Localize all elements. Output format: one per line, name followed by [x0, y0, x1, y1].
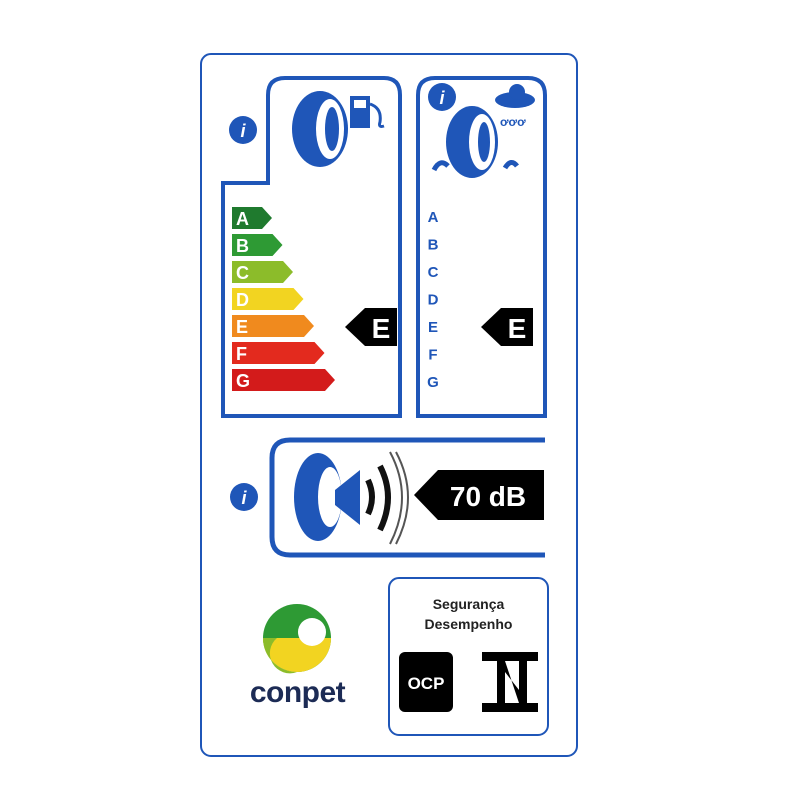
- tire-noise-icon: [294, 453, 360, 541]
- fuel-pump-icon: [350, 96, 385, 128]
- wet-grip-panel: [416, 76, 547, 418]
- svg-text:G: G: [236, 371, 250, 391]
- svg-text:OCP: OCP: [408, 674, 445, 693]
- conpet-logo: [263, 604, 331, 674]
- svg-text:A: A: [236, 209, 249, 229]
- fuel-grade-bar-B: B: [232, 234, 283, 256]
- info-icon[interactable]: i: [428, 83, 456, 111]
- seal-line2: Desempenho: [424, 616, 513, 632]
- svg-text:i: i: [240, 121, 246, 141]
- wet-grip-grade-B: B: [428, 237, 439, 254]
- noise-value-indicator: 70 dB: [414, 470, 544, 520]
- svg-text:F: F: [236, 344, 247, 364]
- wet-grip-grade-G: G: [427, 374, 439, 391]
- tire-icon: [292, 91, 348, 167]
- svg-text:70 dB: 70 dB: [450, 481, 526, 512]
- svg-text:i: i: [439, 88, 445, 108]
- svg-text:i: i: [241, 488, 247, 508]
- rain-cloud-icon: ơơơ: [495, 84, 535, 129]
- tire-icon: [431, 106, 519, 178]
- fuel-grade-bar-C: C: [232, 261, 293, 283]
- inmetro-mark: [482, 652, 538, 712]
- svg-text:E: E: [372, 313, 391, 344]
- wet-grip-rating-indicator: E: [481, 308, 533, 346]
- svg-text:D: D: [236, 290, 249, 310]
- wet-grip-grade-A: A: [428, 209, 439, 226]
- fuel-panel: [221, 76, 402, 418]
- svg-text:E: E: [236, 317, 248, 337]
- fuel-grade-bar-A: A: [232, 207, 272, 229]
- fuel-grade-bar-D: D: [232, 288, 304, 310]
- info-icon[interactable]: i: [229, 116, 257, 144]
- svg-text:C: C: [236, 263, 249, 283]
- info-icon[interactable]: i: [230, 483, 258, 511]
- seal-box: [388, 577, 549, 736]
- wet-grip-grade-C: C: [428, 264, 439, 281]
- svg-text:ơơơ: ơơơ: [500, 115, 526, 129]
- wet-grip-grade-D: D: [428, 292, 439, 309]
- fuel-grade-bar-F: F: [232, 342, 325, 364]
- outer-frame: [200, 53, 578, 757]
- conpet-logo-text: conpet: [249, 676, 346, 709]
- sound-waves-icon: [365, 451, 409, 545]
- fuel-rating-indicator: E: [345, 308, 397, 346]
- ocp-mark: OCP: [399, 652, 453, 712]
- svg-text:E: E: [508, 313, 527, 344]
- wet-grip-grade-F: F: [428, 347, 437, 364]
- noise-panel: [269, 437, 545, 558]
- fuel-grade-bar-G: G: [232, 369, 335, 391]
- svg-text:B: B: [236, 236, 249, 256]
- seal-line1: Segurança: [432, 596, 505, 612]
- fuel-grade-bar-E: E: [232, 315, 314, 337]
- wet-grip-grade-E: E: [428, 319, 438, 336]
